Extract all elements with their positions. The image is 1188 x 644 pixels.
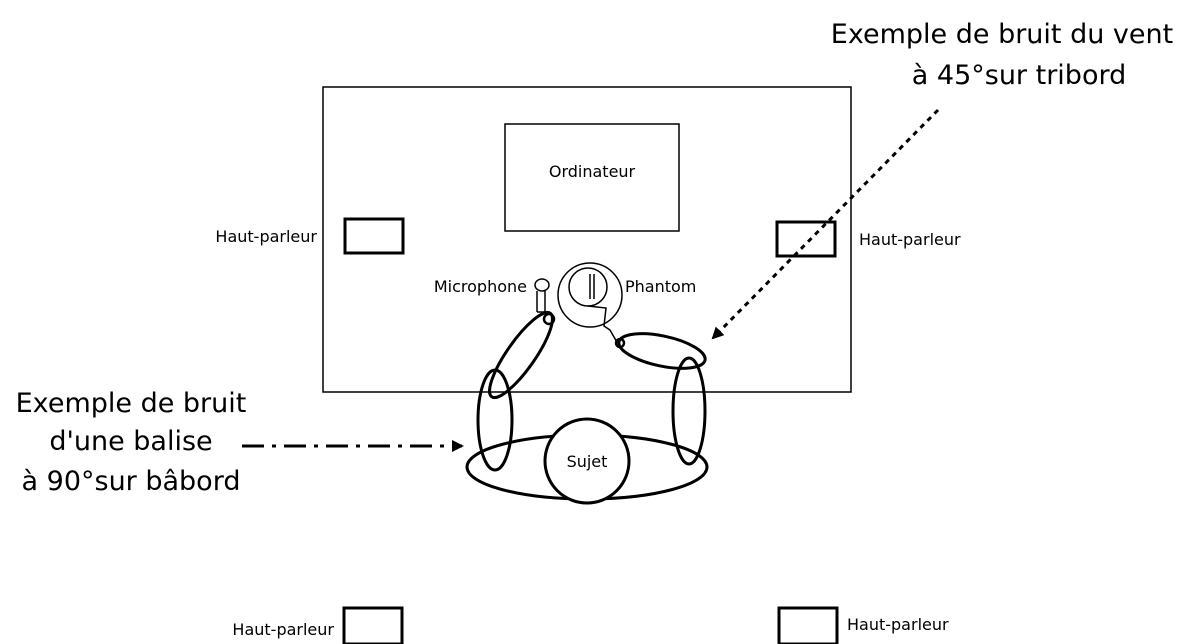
phantom-icon (557, 262, 626, 349)
speaker-right (775, 220, 837, 258)
computer-label: Ordinateur (549, 162, 636, 181)
beacon-note-line-1: Exemple de bruit (16, 388, 247, 419)
table-outline (322, 86, 852, 393)
speaker-bottom-right-label: Haut-parleur (847, 615, 949, 634)
speaker-bottom-left-label: Haut-parleur (232, 620, 334, 639)
computer-box (504, 123, 680, 232)
speaker-right-label: Haut-parleur (859, 230, 961, 249)
phantom-label: Phantom (625, 277, 696, 296)
wind-note-line-2: à 45°sur tribord (912, 60, 1126, 91)
microphone-label: Microphone (434, 277, 527, 296)
speaker-left-label: Haut-parleur (215, 227, 317, 246)
subject-figure (465, 310, 709, 505)
speaker-left (343, 217, 405, 255)
speaker-bottom-left (342, 606, 404, 644)
subject-label: Sujet (567, 452, 608, 471)
wind-note-line-1: Exemple de bruit du vent (831, 19, 1173, 50)
beacon-note-line-3: à 90°sur bâbord (22, 466, 241, 497)
speaker-bottom-right (777, 606, 839, 644)
wind-noise-arrow (711, 108, 940, 340)
beacon-note-line-2: d'une balise (49, 426, 212, 457)
